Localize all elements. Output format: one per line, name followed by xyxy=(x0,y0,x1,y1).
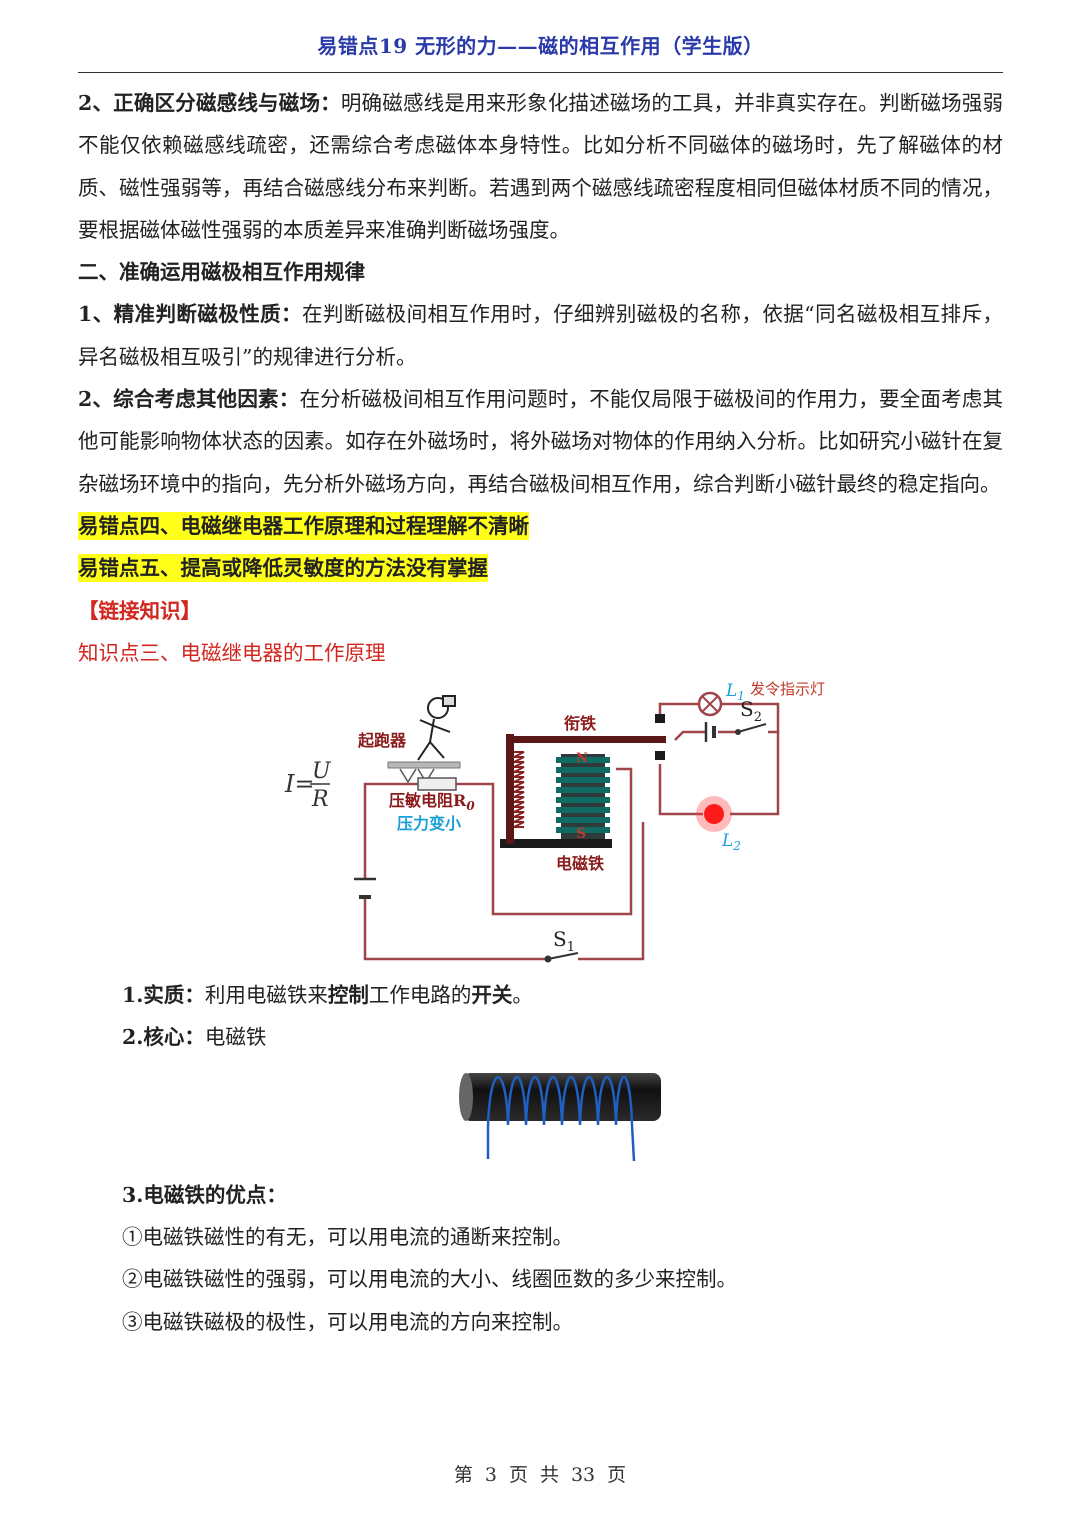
essence-end: 。 xyxy=(512,983,533,1008)
switch-s2-lever xyxy=(737,723,767,734)
footer-gong: 共 xyxy=(539,1464,559,1486)
switch-s2-label: S2 xyxy=(740,697,762,725)
footer-di: 第 xyxy=(453,1464,473,1486)
footer-ye: 页 xyxy=(508,1464,528,1486)
core-label: 2.核心： xyxy=(122,1025,205,1050)
runner-figure xyxy=(417,695,456,761)
lamp-l2 xyxy=(704,804,724,825)
lower-contact xyxy=(655,751,665,761)
pressure-resistor xyxy=(417,777,457,791)
switch-s1-label: S1 xyxy=(553,927,575,955)
relay-base xyxy=(500,839,612,849)
paragraph-lead: 2、正确区分磁感线与磁场： xyxy=(78,91,341,115)
lamp-l1-label: L1 xyxy=(725,681,745,703)
pole-s-label: S xyxy=(576,826,586,842)
footer-total-pages: 33 xyxy=(570,1464,596,1486)
lamp-l1-cross xyxy=(701,695,719,713)
formula-i: I= xyxy=(284,770,315,798)
electromagnet-coil-svg xyxy=(459,1072,661,1161)
coil-winding xyxy=(486,1075,636,1161)
essence-text-b: 工作电路的 xyxy=(368,983,472,1008)
resistor-label: 压敏电阻R0 xyxy=(389,791,475,813)
paragraph-body: 在判断磁极间相互作用时，仔细辨别磁极的名称，依据“同名磁极相互排斥，异名磁极相互… xyxy=(78,302,1003,369)
paragraph-lead: 1、精准判断磁极性质： xyxy=(78,302,302,327)
essence-text-a: 利用电磁铁来 xyxy=(204,983,328,1008)
formula-u: U xyxy=(312,759,332,784)
advantages-title-text: 3.电磁铁的优点： xyxy=(122,1182,287,1207)
formula-r: R xyxy=(311,787,329,812)
highlight-text: 易错点四、电磁继电器工作原理和过程理解不清晰 xyxy=(78,511,529,540)
core-line: 2.核心：电磁铁 xyxy=(78,1016,1003,1058)
section-title-text: 二、准确运用磁极相互作用规律 xyxy=(78,260,365,285)
footer-page-number: 3 xyxy=(484,1464,497,1486)
relay-spring xyxy=(513,751,525,829)
highlight-error-point-5: 易错点五、提高或降低灵敏度的方法没有掌握 xyxy=(78,547,1003,589)
electromagnet-coil-figure xyxy=(78,1059,1003,1174)
armature-bar xyxy=(506,736,666,744)
switch-s1-lever xyxy=(547,952,579,961)
relay-circuit-diagram: I= U R S1 起跑器 压敏电阻R0 压力变小 xyxy=(78,674,1003,974)
core-text: 电磁铁 xyxy=(204,1025,267,1050)
paragraph-magnetic-lines: 2、正确区分磁感线与磁场：明确磁感线是用来形象化描述磁场的工具，并非真实存在。判… xyxy=(78,82,1003,251)
electromagnet-label: 电磁铁 xyxy=(556,854,604,873)
starter-plate xyxy=(387,761,461,769)
highlight-error-point-4: 易错点四、电磁继电器工作原理和过程理解不清晰 xyxy=(78,505,1003,547)
relay-post xyxy=(506,734,514,845)
footer-ye: 页 xyxy=(607,1464,627,1486)
paragraph-lead: 2、综合考虑其他因素： xyxy=(78,387,300,412)
paragraph-pole-nature: 1、精准判断磁极性质：在判断磁极间相互作用时，仔细辨别磁极的名称，依据“同名磁极… xyxy=(78,293,1003,378)
paragraph-other-factors: 2、综合考虑其他因素：在分析磁极间相互作用问题时，不能仅局限于磁极间的作用力，要… xyxy=(78,378,1003,505)
armature-label: 衔铁 xyxy=(564,714,596,733)
essence-label: 1.实质： xyxy=(122,983,205,1008)
page-header-title: 易错点19 无形的力——磁的相互作用（学生版） xyxy=(317,34,764,58)
lamp-desc-label: 发令指示灯 xyxy=(750,680,825,698)
knowledge-point-title: 知识点三、电磁继电器的工作原理 xyxy=(78,632,1003,674)
control-circuit-wires xyxy=(363,767,645,961)
essence-line: 1.实质：利用电磁铁来控制工作电路的开关。 xyxy=(78,974,1003,1016)
iron-rod-end xyxy=(459,1072,473,1121)
link-knowledge-label: 【链接知识】 xyxy=(78,590,1003,632)
upper-contact xyxy=(655,714,665,724)
link-knowledge-text: 【链接知识】 xyxy=(78,598,201,623)
highlight-text: 易错点五、提高或降低灵敏度的方法没有掌握 xyxy=(78,554,488,583)
paragraph-body: 明确磁感线是用来形象化描述磁场的工具，并非真实存在。判断磁场强弱不能仅依赖磁感线… xyxy=(78,91,1003,242)
pressure-label: 压力变小 xyxy=(397,814,461,833)
page-content: 2、正确区分磁感线与磁场：明确磁感线是用来形象化描述磁场的工具，并非真实存在。判… xyxy=(78,82,1003,1343)
advantages-title: 3.电磁铁的优点： xyxy=(78,1174,1003,1216)
working-circuit-wires xyxy=(658,702,780,816)
advantage-item-3: ③电磁铁磁极的极性，可以用电流的方向来控制。 xyxy=(122,1309,573,1334)
advantage-item-2: ②电磁铁磁性的强弱，可以用电流的大小、线圈匝数的多少来控制。 xyxy=(122,1267,737,1292)
essence-bold-b: 开关 xyxy=(471,983,513,1008)
starter-label: 起跑器 xyxy=(357,731,407,750)
section-title: 二、准确运用磁极相互作用规律 xyxy=(78,251,1003,293)
paragraph-body: 在分析磁极间相互作用问题时，不能仅局限于磁极间的作用力，要全面考虑其他可能影响物… xyxy=(78,387,1004,496)
header-divider xyxy=(78,72,1003,73)
pole-n-label: N xyxy=(576,751,588,766)
knowledge-point-text: 知识点三、电磁继电器的工作原理 xyxy=(78,640,386,665)
electromagnet-windings xyxy=(556,757,610,834)
lamp-l2-label: L2 xyxy=(721,831,741,853)
advantage-item-1: ①电磁铁磁性的有无，可以用电流的通断来控制。 xyxy=(122,1225,573,1250)
essence-bold-a: 控制 xyxy=(327,983,369,1008)
relay-circuit-svg: I= U R S1 起跑器 压敏电阻R0 压力变小 xyxy=(284,680,825,963)
